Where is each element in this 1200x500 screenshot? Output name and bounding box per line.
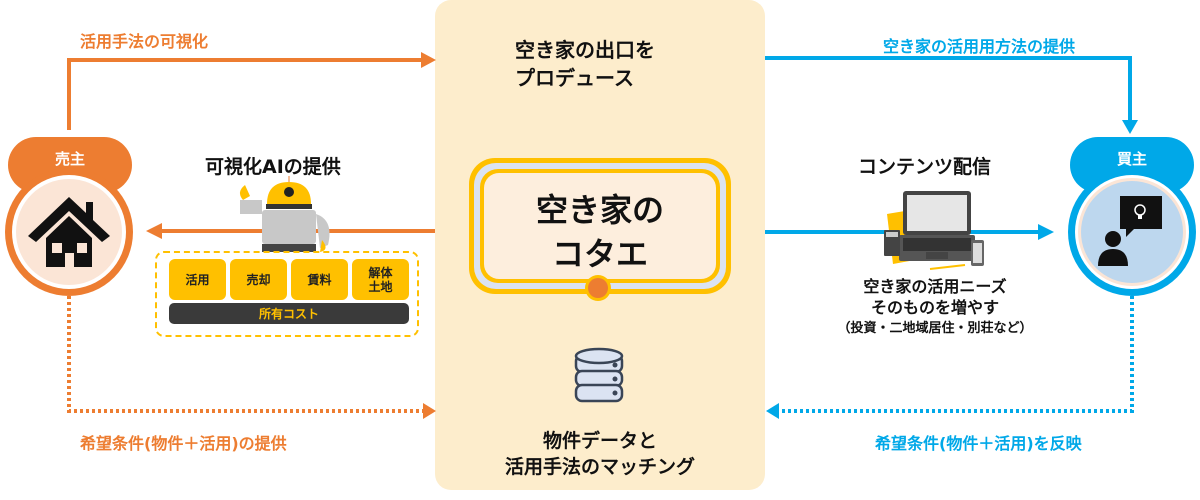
person-idea-icon [1098,196,1162,266]
ownership-cost-bar: 所有コスト [169,303,409,324]
needs-note: （投資・二地域居住・別荘など） [837,321,1033,336]
brand-line1: 空き家の [535,191,664,229]
buyer-label: 買主 [1116,150,1147,168]
cost-item-utilize: 活用 [169,259,226,300]
arrow-center-to-buyer [765,56,1132,122]
label-provide-conditions: 希望条件(物件＋活用)の提供 [80,434,287,453]
content-title: コンテンツ配信 [858,156,992,178]
arrow-head-center-to-contents [1038,224,1054,240]
arrow-head-dotted-buyer [766,403,779,419]
brand-line2: コタエ [551,235,648,273]
arrow-head-center-to-buyer [1122,120,1138,134]
house-icon [28,197,110,267]
ai-title: 可視化AIの提供 [205,156,341,178]
arrow-head-center-to-seller [146,223,162,239]
label-reflect-conditions: 希望条件(物件＋活用)を反映 [875,434,1082,453]
needs-text: 空き家の活用ニーズ そのものを増やす （投資・二地域居住・別荘など） [800,276,1070,339]
seller-label: 売主 [54,150,85,168]
arrow-seller-to-center [67,58,425,130]
arrow-head-seller-to-center [421,52,436,68]
center-top-title-line1: 空き家の出口を [515,38,655,62]
center-bottom-line2: 活用手法のマッチング [504,456,695,478]
cost-item-demolish-land: 解体 土地 [352,259,409,300]
cost-item-rent: 賃料 [291,259,348,300]
needs-line2: そのものを増やす [870,298,999,317]
cost-box [155,251,419,337]
center-top-title-line2: プロデュース [515,66,634,90]
label-visualize-methods: 活用手法の可視化 [80,32,209,51]
center-bottom-line1: 物件データと [542,430,657,452]
arrow-head-dotted-seller [423,403,436,419]
center-top-title: 空き家の出口を プロデュース [515,36,655,92]
dotted-arrow-buyer-to-center [778,296,1134,413]
brand-name: 空き家の コタエ [484,188,716,276]
center-bottom-title: 物件データと 活用手法のマッチング [435,428,765,480]
needs-line1: 空き家の活用ニーズ [863,277,1007,296]
cost-item-sell: 売却 [230,259,287,300]
dotted-arrow-seller-to-center [67,296,424,413]
label-provide-methods: 空き家の活用用方法の提供 [883,37,1076,56]
